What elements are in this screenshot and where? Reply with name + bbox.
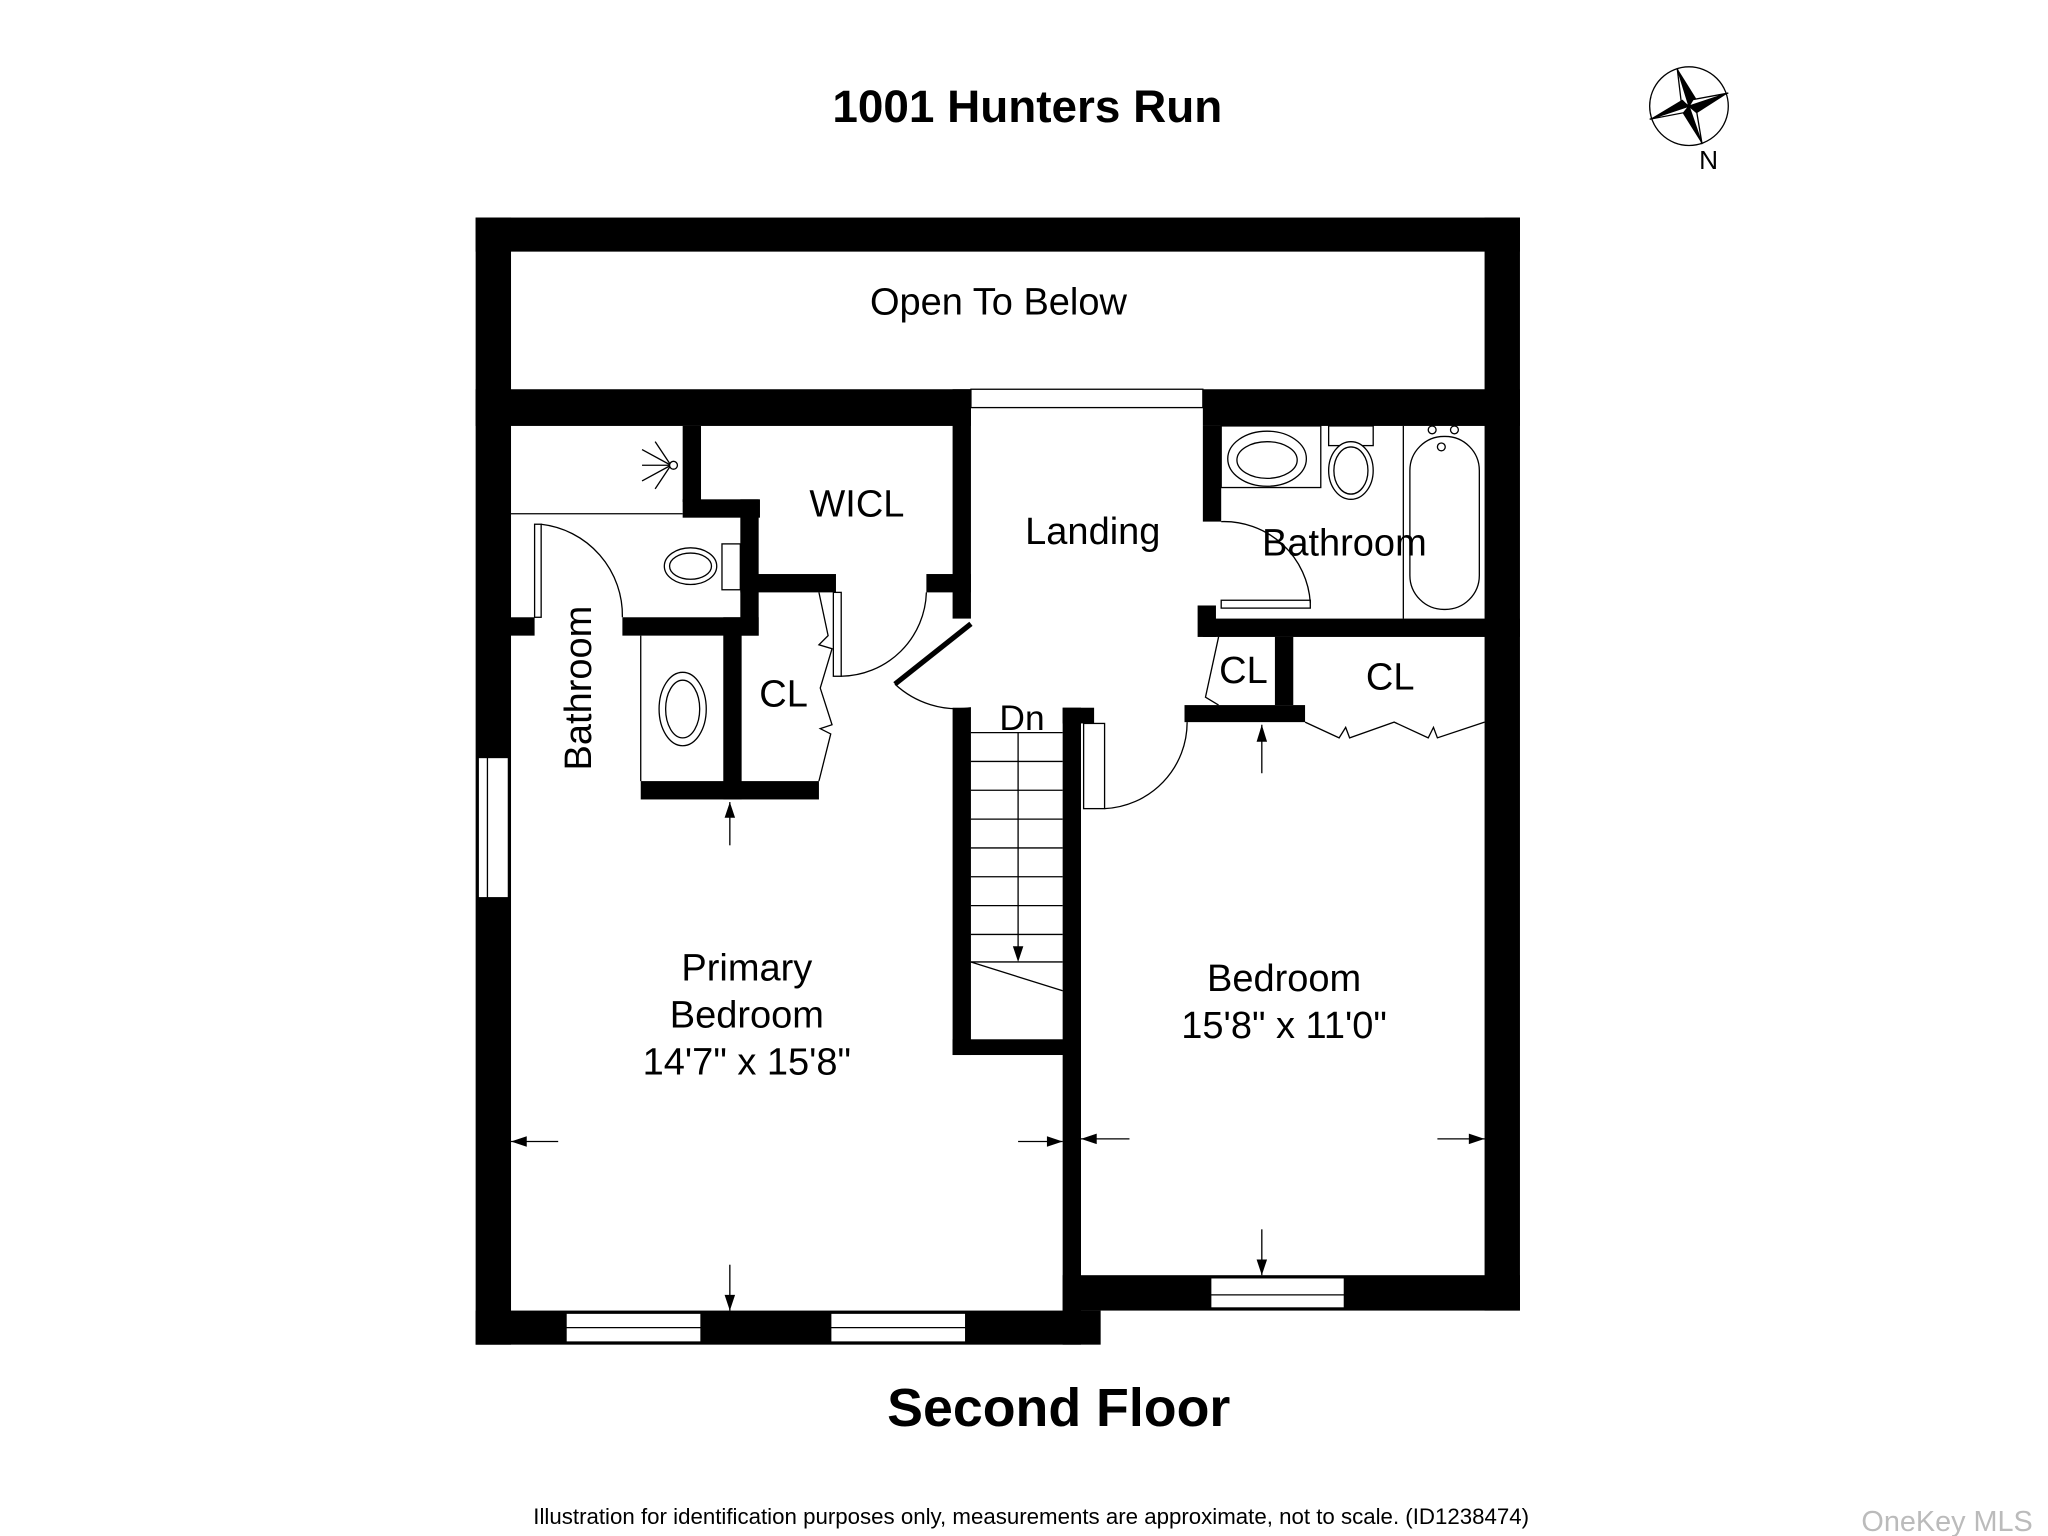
- plan-title: 1001 Hunters Run: [832, 80, 1222, 132]
- primary-bedroom-dimensions: 14'7" x 15'8": [643, 1042, 851, 1084]
- room-wicl: WICL: [809, 483, 904, 525]
- bathtub-icon: [1402, 425, 1480, 619]
- shower-head-icon: [641, 441, 679, 490]
- walls: [475, 217, 1520, 1345]
- compass-rose-icon: N: [1649, 66, 1729, 175]
- sink-icon: [640, 635, 707, 782]
- floor-label: Second Floor: [887, 1378, 1230, 1438]
- room-open-to-below: Open To Below: [870, 282, 1128, 324]
- primary-bedroom-label-2: Bedroom: [670, 994, 824, 1036]
- dimension-arrows: [511, 724, 1485, 1311]
- room-closet-small: CL: [1219, 650, 1268, 692]
- room-labels: Open To Below WICL Landing Bathroom Bath…: [558, 282, 1427, 1084]
- fixtures: [511, 425, 1480, 992]
- primary-bedroom-label-1: Primary: [681, 947, 812, 989]
- room-bathroom-left: Bathroom: [558, 606, 600, 771]
- sink-icon: [1220, 425, 1322, 489]
- toilet-icon: [1327, 425, 1374, 500]
- watermark: OneKey MLS: [1861, 1506, 2032, 1536]
- stairs: [970, 731, 1063, 992]
- stairs-down-label: Dn: [999, 699, 1044, 738]
- room-bathroom-right: Bathroom: [1262, 523, 1427, 565]
- toilet-icon: [663, 543, 741, 591]
- disclaimer: Illustration for identification purposes…: [533, 1504, 1529, 1529]
- bedroom-label: Bedroom: [1207, 958, 1361, 1000]
- windows-and-railings: [477, 388, 1346, 1343]
- room-closet-left: CL: [759, 673, 808, 715]
- room-closet-large: CL: [1366, 656, 1415, 698]
- room-landing: Landing: [1025, 511, 1160, 553]
- compass-north-label: N: [1699, 145, 1718, 175]
- doors: [533, 520, 1485, 810]
- bedroom-dimensions: 15'8" x 11'0": [1181, 1005, 1387, 1047]
